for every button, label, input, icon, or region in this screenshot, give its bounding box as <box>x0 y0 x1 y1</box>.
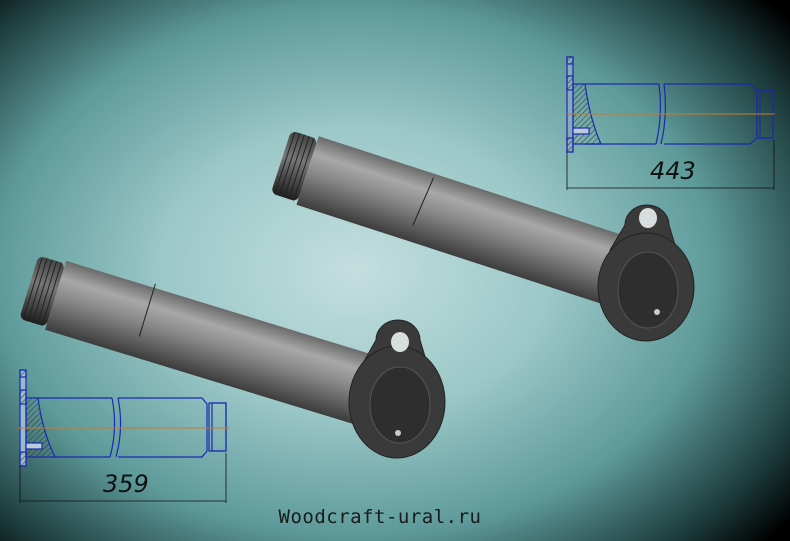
section-drawing-short <box>18 369 230 503</box>
flange-short <box>348 319 446 459</box>
section-drawing-long <box>566 56 775 190</box>
axle-3d-long <box>272 131 643 310</box>
flange-long <box>597 204 695 342</box>
axle-3d-short <box>20 257 397 431</box>
dimension-label-long: 443 <box>650 157 696 185</box>
axle-body <box>45 260 397 431</box>
bolt-hole <box>391 332 409 352</box>
dimension-label-short: 359 <box>103 470 149 498</box>
watermark: Woodcraft-ural.ru <box>278 506 482 528</box>
bolt-hole <box>639 208 657 228</box>
axle-body <box>296 136 643 310</box>
